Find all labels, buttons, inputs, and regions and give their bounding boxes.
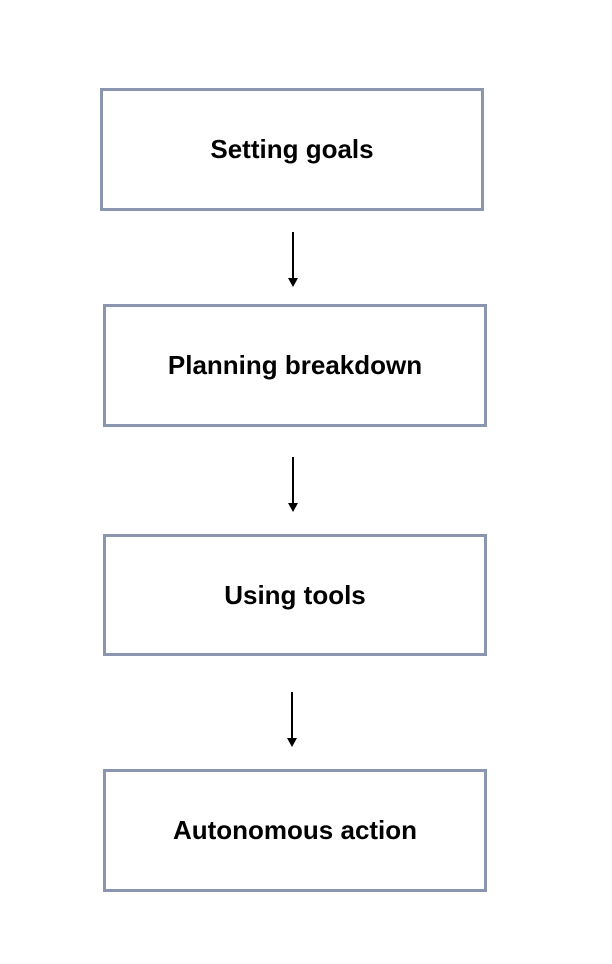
- step-label: Planning breakdown: [167, 350, 423, 380]
- step-box-using-tools: Using tools: [103, 534, 487, 656]
- arrow-down-3: [287, 692, 297, 747]
- step-box-setting-goals: Setting goals: [100, 88, 484, 211]
- arrow-down-2: [288, 457, 298, 512]
- step-box-planning-breakdown: Planning breakdown: [103, 304, 487, 427]
- step-box-autonomous-action: Autonomous action: [103, 769, 487, 892]
- arrow-down-1: [288, 232, 298, 287]
- step-label: Setting goals: [210, 134, 374, 164]
- step-label: Using tools: [224, 579, 366, 610]
- step-label: Autonomous action: [172, 815, 418, 845]
